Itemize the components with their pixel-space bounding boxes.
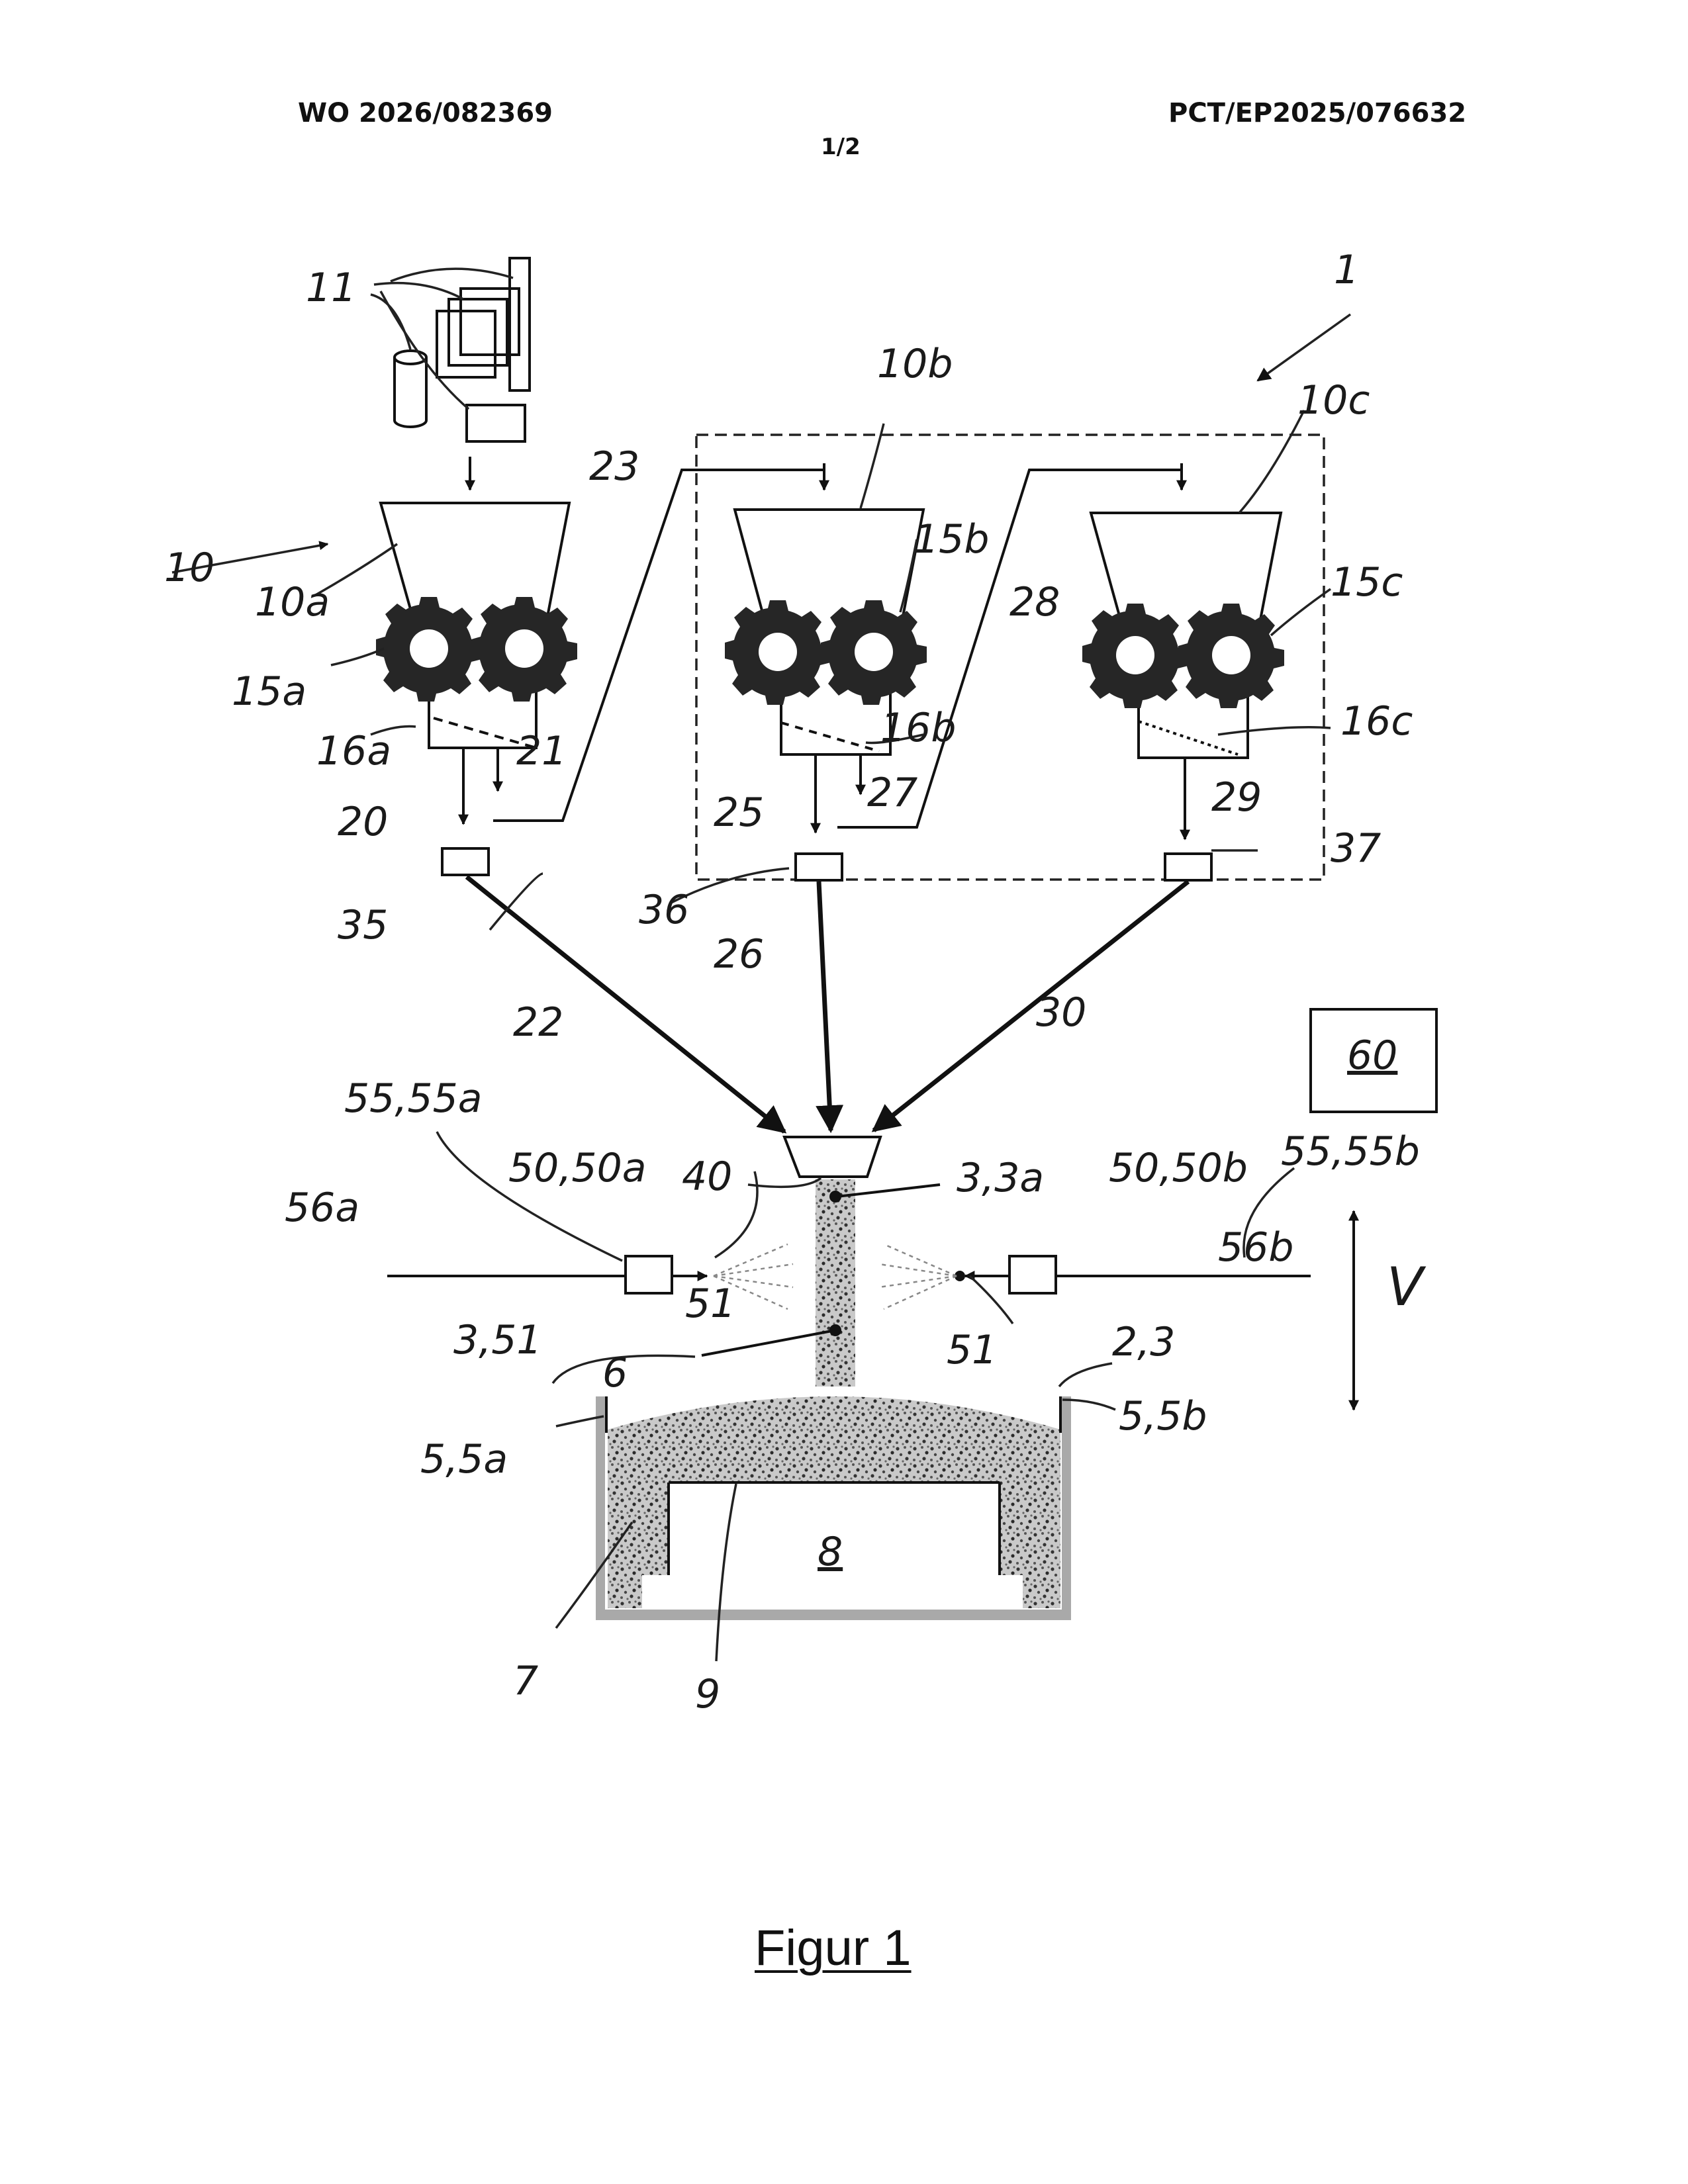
label-26: 26 (714, 931, 764, 978)
crusher-10c (1082, 513, 1284, 880)
label-51-right: 51 (947, 1327, 997, 1373)
label-6: 6 (602, 1350, 628, 1396)
label-3-3a: 3,3a (957, 1155, 1044, 1201)
label-5-5a: 5,5a (420, 1436, 508, 1482)
label-51-left: 51 (685, 1281, 735, 1327)
label-35: 35 (338, 902, 388, 948)
crusher-10a (376, 503, 577, 875)
label-25: 25 (714, 790, 764, 836)
label-23: 23 (589, 443, 639, 490)
label-50-50b: 50,50b (1109, 1145, 1248, 1191)
label-15b: 15b (914, 516, 989, 563)
label-55-55b: 55,55b (1281, 1128, 1420, 1175)
label-56a: 56a (285, 1185, 359, 1231)
label-37: 37 (1331, 825, 1381, 872)
label-27: 27 (867, 770, 917, 816)
label-15a: 15a (232, 668, 306, 715)
label-50-50a: 50,50a (508, 1145, 647, 1191)
label-10: 10 (164, 545, 214, 591)
label-2-3: 2,3 (1112, 1319, 1175, 1365)
label-21: 21 (516, 728, 567, 774)
label-22: 22 (513, 999, 563, 1046)
label-56b: 56b (1218, 1224, 1293, 1271)
label-60: 60 (1347, 1032, 1397, 1079)
label-8: 8 (818, 1529, 843, 1575)
label-16b: 16b (880, 705, 956, 751)
label-10a: 10a (255, 579, 330, 625)
label-55-55a: 55,55a (344, 1075, 483, 1122)
label-11: 11 (306, 265, 356, 311)
label-30: 30 (1036, 989, 1086, 1036)
raw-material-items (371, 258, 530, 490)
label-5-5b: 5,5b (1119, 1393, 1207, 1439)
label-28: 28 (1009, 579, 1060, 625)
label-10b: 10b (877, 341, 953, 387)
label-29: 29 (1211, 774, 1262, 821)
figure-caption: Figur 1 (755, 1919, 912, 1977)
label-36: 36 (639, 887, 689, 933)
label-15c: 15c (1331, 559, 1403, 606)
label-1: 1 (1334, 247, 1359, 293)
label-16c: 16c (1340, 698, 1413, 745)
label-16a: 16a (316, 728, 391, 774)
label-3-51: 3,51 (453, 1317, 542, 1363)
label-7: 7 (513, 1658, 538, 1704)
reference-labels: 1 10 10a 10b 10c 11 15a 15b 15c 16a 16b … (164, 247, 1427, 1717)
label-10c: 10c (1297, 377, 1370, 424)
label-40: 40 (682, 1154, 732, 1200)
label-9: 9 (695, 1671, 720, 1717)
label-20: 20 (338, 799, 388, 845)
label-v: V (1387, 1256, 1427, 1318)
